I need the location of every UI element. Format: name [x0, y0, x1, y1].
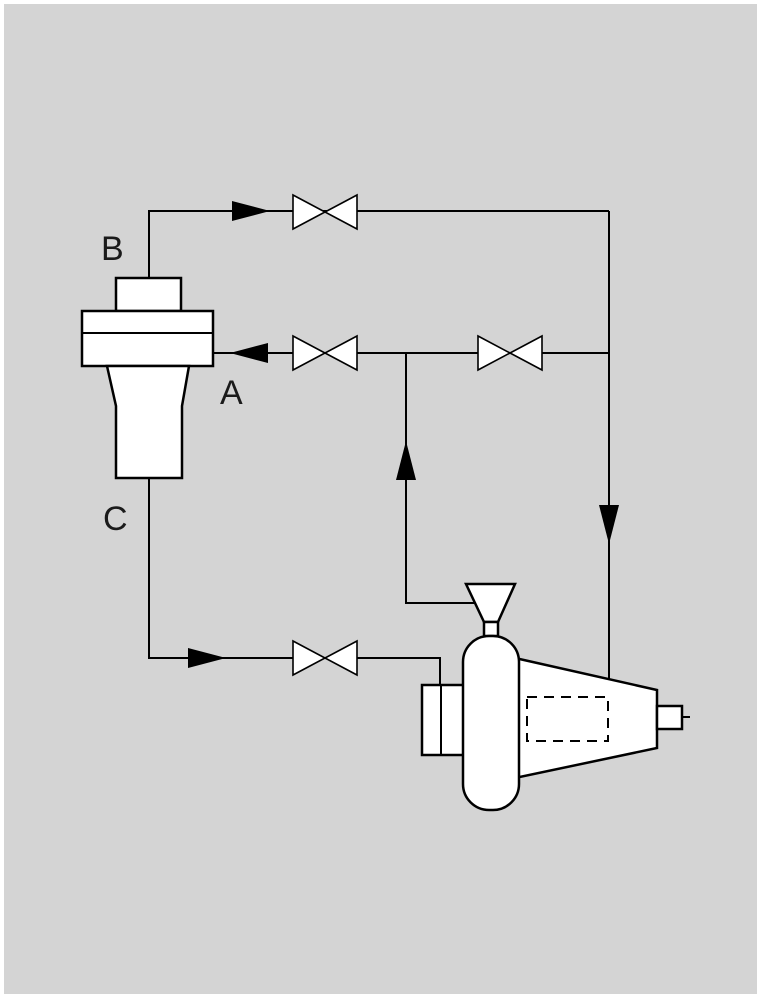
valve-bottom [292, 639, 358, 677]
arrow-up-icon [396, 441, 416, 480]
arrow-right-icon [188, 648, 226, 668]
pipe-top-line [148, 210, 609, 278]
arrow-down-icon [599, 505, 619, 544]
valve-middle-left [292, 334, 358, 372]
separator-vessel [80, 276, 215, 480]
arrow-right-icon [232, 201, 270, 221]
port-label-c: C [103, 500, 128, 538]
port-label-b: B [101, 230, 124, 268]
centrifugal-pump [420, 582, 690, 812]
pipe-branch-line [405, 353, 491, 604]
arrow-left-icon [230, 343, 268, 363]
valve-top [292, 193, 358, 231]
valve-middle-right [477, 334, 543, 372]
port-label-a: A [220, 374, 243, 412]
diagram-panel [4, 4, 757, 994]
